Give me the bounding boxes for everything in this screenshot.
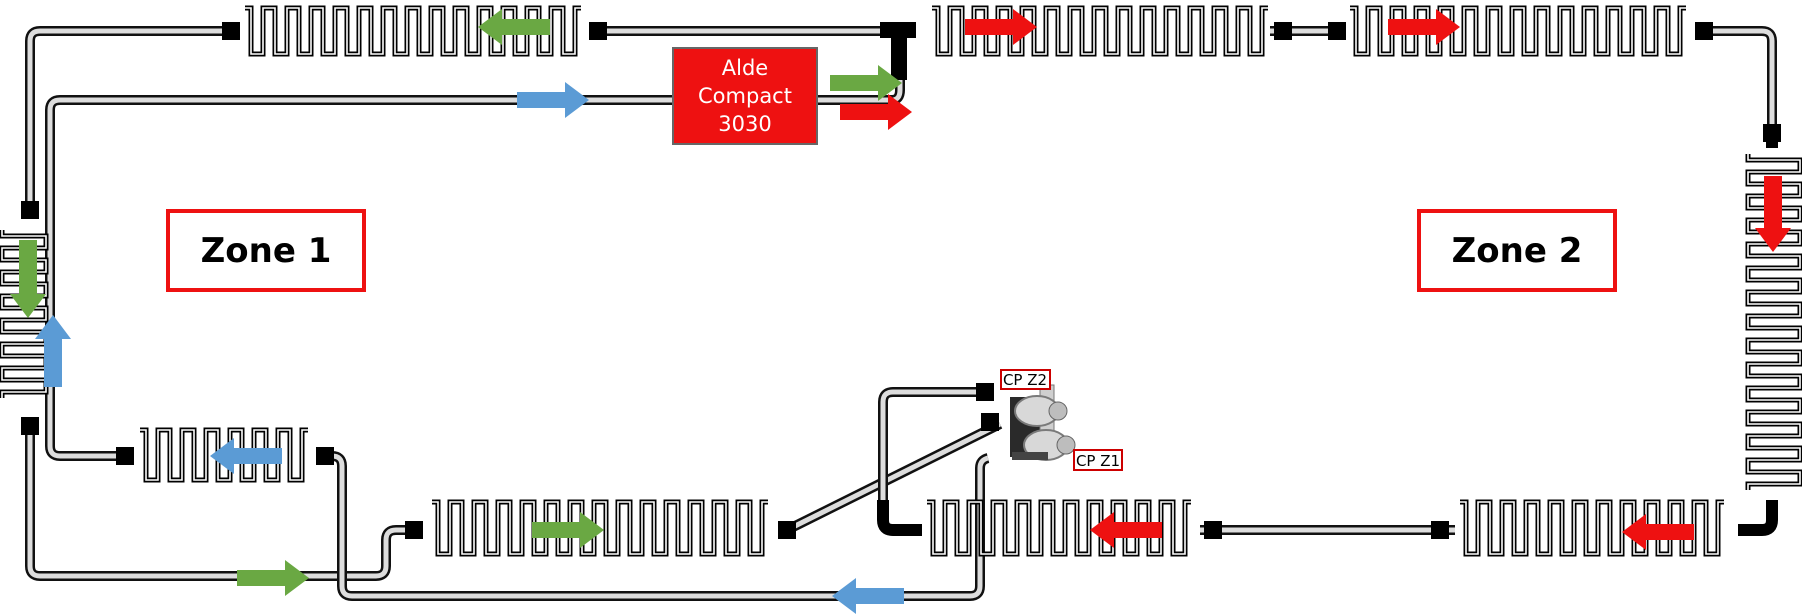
flow-arrows xyxy=(10,9,1791,614)
pipe-segment-inner xyxy=(785,421,1002,533)
pipe-connector xyxy=(316,447,334,465)
pipe-elbow xyxy=(877,500,922,536)
pipe-connector xyxy=(21,201,39,219)
zone-1-label: Zone 1 xyxy=(166,209,366,292)
tee-connector xyxy=(880,22,916,38)
svg-text:CP Z1: CP Z1 xyxy=(1076,452,1120,470)
pipe-segment xyxy=(25,26,230,210)
pipe-segment xyxy=(25,420,414,581)
pipe-segment-inner xyxy=(27,420,414,579)
circulation-pumps xyxy=(1010,384,1076,461)
pipe-segment-inner xyxy=(47,97,673,459)
pipe-segment xyxy=(878,387,985,500)
svg-text:Zone 2: Zone 2 xyxy=(1452,231,1583,271)
pipe-segment-inner xyxy=(1700,28,1775,130)
pipe-connector xyxy=(1763,124,1781,142)
radiators xyxy=(0,5,1802,557)
flow-arrow-left xyxy=(832,578,904,614)
tee-connector xyxy=(891,36,907,80)
radiator xyxy=(927,499,1191,557)
pipe-segment-inner xyxy=(325,453,989,599)
pipe-connector xyxy=(1695,22,1713,40)
pipe-connector xyxy=(1274,22,1292,40)
pump-zone1-label: CP Z1 xyxy=(1073,449,1123,471)
pipe-segment xyxy=(1700,26,1777,130)
boiler: Alde Compact 3030 xyxy=(672,47,818,145)
boiler-box xyxy=(672,47,818,145)
pipe-connector xyxy=(222,22,240,40)
radiator xyxy=(245,5,581,57)
flow-arrow-right xyxy=(532,512,604,548)
flow-arrow-up xyxy=(35,315,71,387)
pipe-connector xyxy=(1431,521,1449,539)
radiator xyxy=(1350,5,1686,57)
flow-arrow-right xyxy=(1388,9,1460,45)
flow-arrow-right xyxy=(830,65,902,101)
pipe-segment-inner xyxy=(880,389,985,500)
radiator xyxy=(932,5,1268,57)
flow-arrow-down xyxy=(1755,176,1791,252)
radiator xyxy=(1745,154,1802,490)
boiler-label-line2: Compact xyxy=(698,84,792,108)
pipe-connector xyxy=(589,22,607,40)
pipe-connector xyxy=(976,383,994,401)
boiler-label-line3: 3030 xyxy=(718,112,771,136)
flow-arrow-left xyxy=(1090,512,1162,548)
pipe-connector xyxy=(116,447,134,465)
pipe-elbow xyxy=(1738,500,1778,536)
radiator xyxy=(1460,499,1724,557)
flow-arrow-right xyxy=(237,560,309,596)
flow-arrow-right xyxy=(840,94,912,130)
flow-arrow-left xyxy=(478,9,550,45)
radiator xyxy=(432,499,768,557)
pipe-connector xyxy=(981,413,999,431)
pipe-connector xyxy=(778,521,796,539)
flow-arrow-right xyxy=(965,9,1037,45)
flow-arrow-left xyxy=(1622,514,1694,550)
radiator xyxy=(140,427,308,483)
boiler-label-line1: Alde xyxy=(722,56,768,80)
pipe-connector xyxy=(1204,521,1222,539)
zone-2-label: Zone 2 xyxy=(1417,209,1617,292)
flow-arrow-down xyxy=(10,240,46,318)
pipe-connector xyxy=(21,417,39,435)
svg-text:Zone 1: Zone 1 xyxy=(201,231,332,271)
flow-arrow-right xyxy=(517,82,589,118)
radiator xyxy=(0,230,49,398)
pump-zone2-label: CP Z2 xyxy=(1000,369,1051,390)
pipe-connector xyxy=(1328,22,1346,40)
flow-arrow-left xyxy=(210,438,282,474)
svg-text:CP Z2: CP Z2 xyxy=(1003,371,1047,389)
pipe-segment-inner xyxy=(27,28,230,210)
pipe-connector xyxy=(405,521,423,539)
pipe-connectors xyxy=(21,22,1781,539)
